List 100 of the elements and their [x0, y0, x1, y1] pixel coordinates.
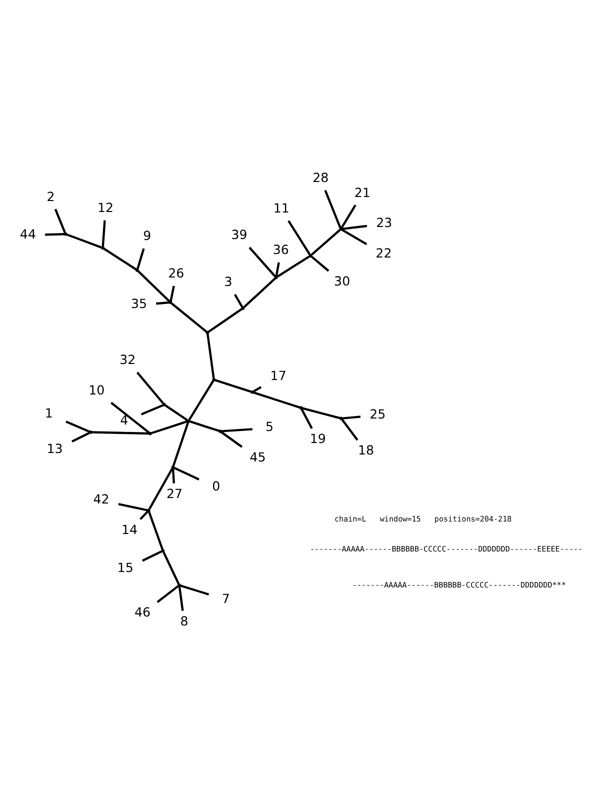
connector: [300, 408, 313, 428]
connector: [215, 378, 252, 392]
connector: [54, 208, 66, 232]
connector: [253, 391, 300, 408]
node-point: [171, 465, 175, 468]
node-text: 13: [46, 440, 63, 456]
node-text: 3: [224, 274, 232, 289]
node-text: 30: [334, 272, 350, 288]
node-point: [212, 378, 216, 381]
connector: [180, 584, 210, 595]
node-point: [89, 430, 92, 434]
node-text: 27: [166, 485, 183, 500]
node-text: 28: [312, 170, 329, 185]
node-text: 42: [93, 491, 110, 506]
node-text: 15: [117, 560, 134, 575]
node-text: 18: [358, 442, 374, 458]
node-point: [146, 508, 150, 512]
node-point: [178, 583, 181, 586]
node-text: 9: [143, 228, 152, 243]
node-point: [206, 330, 210, 334]
connector: [243, 277, 276, 308]
node-text: 45: [250, 448, 266, 464]
node-text: 32: [120, 352, 136, 367]
connector: [222, 428, 252, 432]
connector: [288, 220, 311, 254]
node-point: [136, 268, 139, 272]
node-point: [186, 418, 190, 422]
node-text: 26: [168, 265, 184, 280]
node-text: 12: [98, 200, 114, 215]
connector: [275, 262, 280, 276]
connector: [340, 204, 356, 228]
node-point: [241, 306, 245, 310]
connector: [342, 415, 361, 419]
node-text: 46: [134, 604, 151, 620]
node-text: 5: [266, 418, 274, 434]
connector: [188, 380, 214, 420]
node-text: 22: [376, 244, 392, 260]
connector: [66, 420, 90, 432]
node-point: [308, 254, 312, 257]
node-text: 11: [273, 200, 290, 216]
connector: [342, 224, 368, 230]
connector: [44, 232, 64, 236]
connector: [148, 467, 174, 510]
connector: [164, 404, 188, 421]
connector: [118, 502, 148, 511]
node-point: [339, 226, 343, 230]
node-text: 36: [272, 242, 289, 257]
connector: [310, 255, 330, 272]
connector: [66, 233, 102, 248]
node-point: [274, 275, 278, 279]
connector: [220, 430, 243, 448]
connector: [276, 255, 310, 278]
node-text: 44: [20, 226, 36, 241]
connector: [178, 586, 184, 610]
node-text: 35: [131, 296, 148, 311]
connector: [103, 247, 137, 270]
connector: [302, 406, 340, 419]
node-point: [218, 429, 222, 432]
connector: [140, 404, 164, 415]
node-text: 10: [88, 382, 105, 397]
node-text: 2: [46, 188, 55, 204]
connector: [136, 248, 145, 269]
connector: [342, 228, 368, 245]
node-text: 14: [122, 521, 138, 536]
node-text: 0: [212, 478, 220, 494]
node-text: 23: [376, 214, 392, 230]
node-text: 17: [270, 368, 286, 383]
connector: [172, 468, 175, 483]
node-text: 7: [222, 590, 230, 606]
node-point: [162, 402, 166, 406]
node-point: [101, 246, 104, 250]
connector: [72, 432, 90, 442]
connector: [138, 270, 170, 302]
connector: [234, 293, 244, 307]
connector: [170, 285, 175, 301]
connector: [248, 246, 276, 277]
connector: [148, 510, 164, 550]
node-point: [148, 431, 152, 435]
connector: [208, 308, 242, 332]
node-point: [340, 416, 343, 420]
node-text: 39: [231, 226, 248, 242]
node-point: [168, 300, 172, 304]
connector: [190, 420, 220, 432]
connector: [92, 430, 149, 434]
connector: [151, 420, 188, 434]
connector: [102, 220, 106, 246]
connector: [142, 550, 162, 562]
connector: [341, 418, 358, 440]
connector: [156, 584, 179, 602]
connector: [311, 228, 340, 255]
node-text: 1: [44, 404, 53, 420]
connector: [136, 371, 164, 404]
connector: [253, 386, 262, 392]
node-point: [250, 390, 254, 394]
connector: [171, 302, 208, 332]
node-point: [64, 232, 68, 236]
node-text: 25: [370, 406, 386, 421]
connector: [156, 300, 170, 304]
connector: [174, 466, 200, 480]
connector: [140, 510, 148, 520]
